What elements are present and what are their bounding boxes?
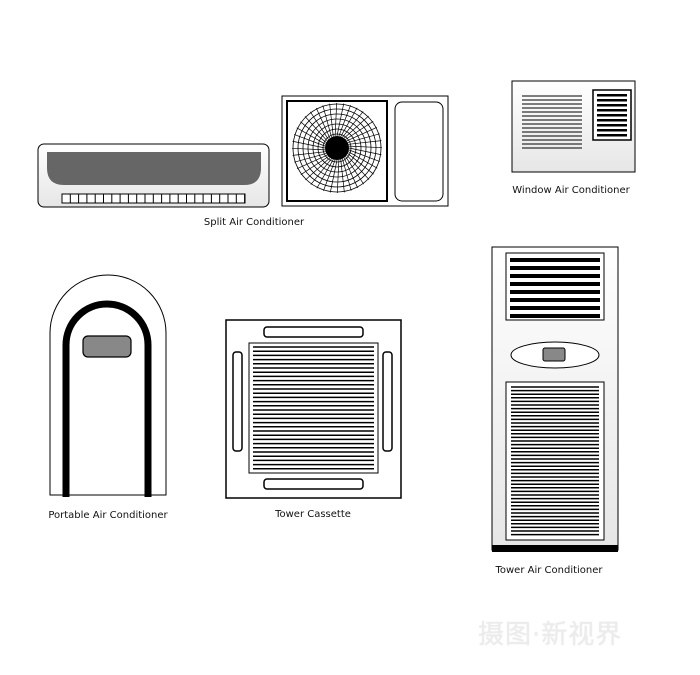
- portable-ac-label: Portable Air Conditioner: [48, 510, 168, 521]
- split-ac-label: Split Air Conditioner: [203, 217, 305, 228]
- window-ac-label: Window Air Conditioner: [512, 185, 630, 196]
- split-outdoor-unit: [281, 95, 449, 207]
- cassette-label: Tower Cassette: [275, 509, 351, 520]
- cassette-unit: [225, 319, 402, 499]
- tower-ac-unit: [491, 246, 619, 552]
- tower-ac-label: Tower Air Conditioner: [495, 565, 603, 576]
- split-indoor-unit: [37, 143, 270, 208]
- window-ac-unit: [511, 80, 636, 173]
- portable-ac-unit: [49, 274, 167, 497]
- fan-icon: [291, 102, 383, 194]
- watermark: 摄图·新视界: [478, 620, 623, 650]
